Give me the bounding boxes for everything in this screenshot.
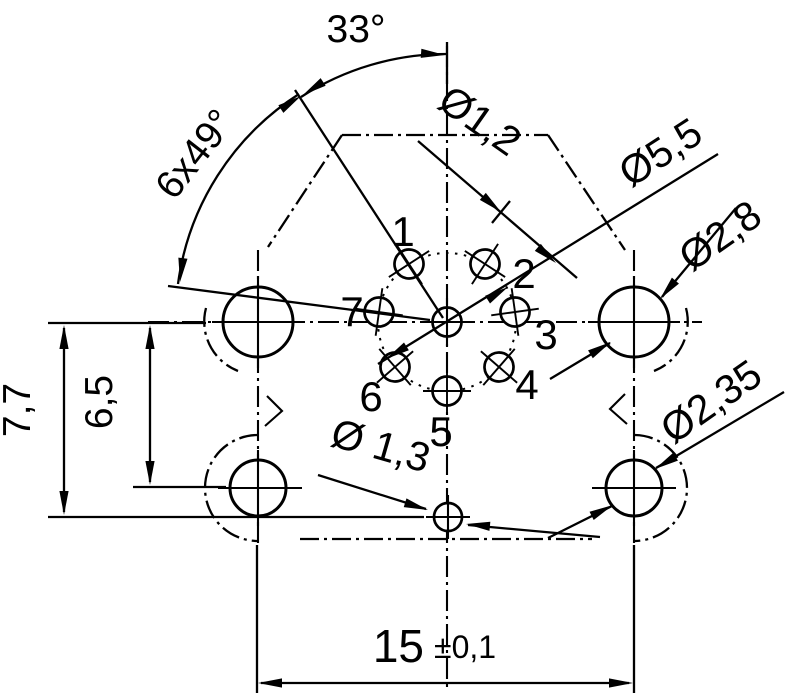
dim-text-tolerance: ±0,1 xyxy=(434,629,496,665)
arrowhead xyxy=(59,325,69,349)
pin-label-4: 4 xyxy=(515,361,538,408)
arrowhead xyxy=(178,257,188,282)
dim-text-dia-2-8: Ø2,8 xyxy=(670,191,769,280)
pin-label-7: 7 xyxy=(340,288,363,335)
dim-width-15 xyxy=(258,678,633,688)
dim-text-7-7: 7,7 xyxy=(0,383,39,437)
leader-dia-1-2 xyxy=(417,140,578,279)
dim-arc-33 xyxy=(300,52,448,98)
dim-text-dia-5-5: Ø5,5 xyxy=(611,109,711,196)
dim-boundary-pin1-line xyxy=(294,89,444,319)
dim-text-15: 15 xyxy=(373,620,424,672)
leader-dia-5-5 xyxy=(377,153,719,365)
arrowhead xyxy=(660,277,679,299)
pin-label-3: 3 xyxy=(534,311,557,358)
pin-label-2: 2 xyxy=(512,250,535,297)
dim-arc-6x49 xyxy=(176,93,300,285)
pin-label-5: 5 xyxy=(429,408,452,455)
arrowhead xyxy=(609,678,633,688)
leader-dia-2-8 xyxy=(549,207,737,380)
housing-outline-phantom xyxy=(203,133,689,543)
arrowhead xyxy=(655,452,678,469)
outline-left-vertex-mark xyxy=(264,395,284,427)
mounting-holes xyxy=(212,276,680,526)
arrowhead xyxy=(420,48,445,58)
outline-right-chamfer xyxy=(547,134,626,251)
arrowhead xyxy=(145,461,155,485)
pin-3-mark xyxy=(510,288,520,336)
dim-text-dia-1-2: Ø1,2 xyxy=(430,76,529,165)
arrowhead xyxy=(588,342,611,359)
arrowhead xyxy=(145,325,155,349)
pin-4 xyxy=(480,348,518,386)
outline-arc-top-right xyxy=(653,307,689,373)
arrowhead xyxy=(485,287,508,304)
pin-2 xyxy=(464,243,506,285)
arrowhead xyxy=(466,521,491,531)
arrowhead xyxy=(303,78,326,95)
dim-angle-33 xyxy=(294,42,449,319)
outline-arc-top-left xyxy=(203,307,239,373)
arrowhead xyxy=(589,505,613,520)
leader-dia-1-3 xyxy=(317,473,601,539)
pin-7-mark xyxy=(374,288,384,336)
pin-7 xyxy=(355,288,403,336)
pin-6-mark xyxy=(378,348,412,386)
dim-text-angle-33: 33° xyxy=(327,8,386,51)
dim-text-dia-2-35: Ø2,35 xyxy=(652,351,770,453)
arrowhead xyxy=(278,96,301,113)
arrowhead xyxy=(386,342,409,359)
arrowhead xyxy=(403,498,428,510)
arrowhead xyxy=(479,192,501,212)
dim-text-angle-6x49: 6x49° xyxy=(147,102,243,207)
leader-line xyxy=(467,523,601,539)
outline-arc-bottom-right xyxy=(633,433,689,543)
dim-height-7-7 xyxy=(48,321,424,519)
dim-text-6-5: 6,5 xyxy=(78,375,121,429)
pin-5 xyxy=(423,367,471,415)
arrowhead xyxy=(59,491,69,515)
pin-label-6: 6 xyxy=(359,373,382,420)
leader-line xyxy=(377,153,719,365)
outline-arc-bottom-left xyxy=(203,433,259,543)
dim-text-dia-1-3: Ø 1,3 xyxy=(326,410,435,482)
leader-line xyxy=(655,391,785,469)
dim-boundary-pin7-line xyxy=(167,284,431,322)
pin-6 xyxy=(376,348,414,386)
pin-4-mark xyxy=(482,348,516,386)
outline-left-chamfer xyxy=(267,134,343,248)
arrowhead xyxy=(258,678,282,688)
pin-2-mark xyxy=(464,250,506,278)
pin-3 xyxy=(491,288,539,336)
outline-right-vertex-mark xyxy=(608,393,628,425)
dim-angle-6x49 xyxy=(167,93,431,322)
pin-label-1: 1 xyxy=(391,208,414,255)
dim-spacing-6-5 xyxy=(133,325,226,489)
